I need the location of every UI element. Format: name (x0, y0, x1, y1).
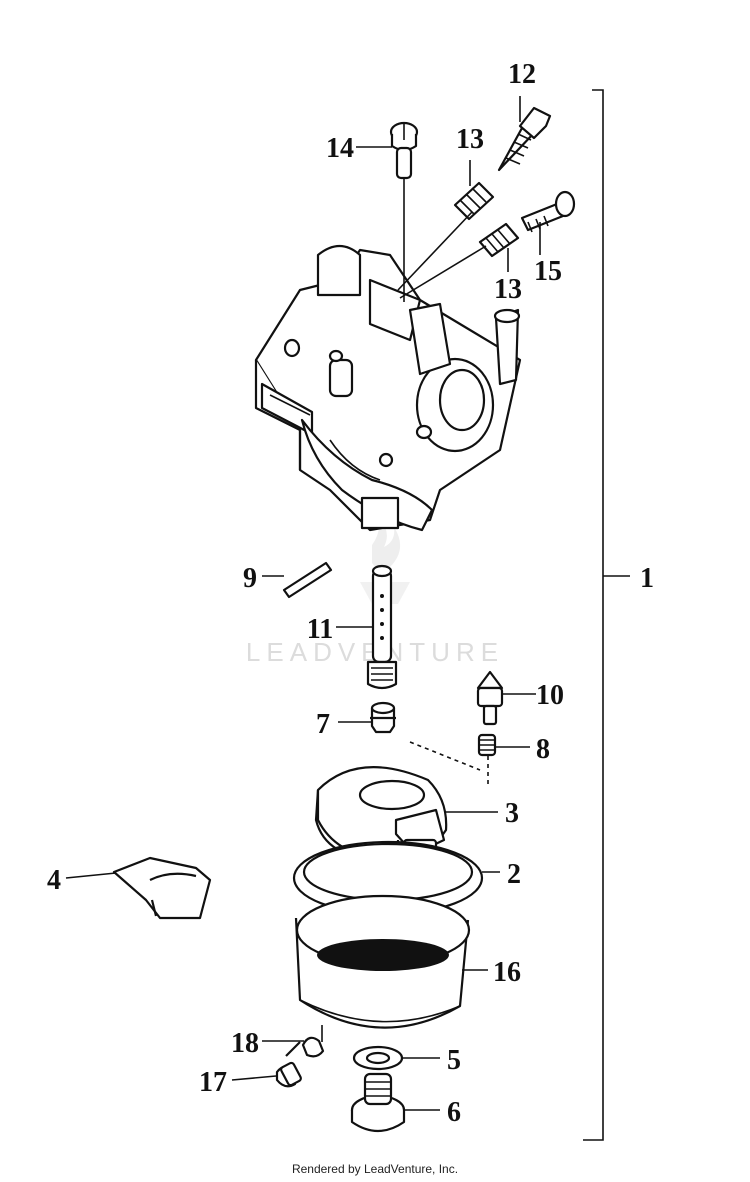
part-2-gasket (292, 840, 484, 916)
part-16-float-bowl (294, 894, 471, 1029)
part-17-screw (275, 1041, 302, 1088)
assembly-bracket (583, 89, 630, 1141)
part-4-clip (112, 856, 212, 920)
part-18-washer (301, 1036, 325, 1058)
callout-2: 2 (507, 859, 521, 890)
part-12-needle-screw (497, 106, 552, 172)
callout-13-lower: 13 (494, 274, 522, 305)
part-8-seat (409, 733, 497, 786)
callout-13-upper: 13 (456, 124, 484, 155)
part-13-spring-lower (478, 222, 520, 258)
callout-15: 15 (534, 256, 562, 287)
callout-9: 9 (243, 563, 257, 594)
callout-1: 1 (640, 563, 654, 594)
callout-11: 11 (307, 614, 333, 645)
callout-16: 16 (493, 957, 521, 988)
callout-5: 5 (447, 1045, 461, 1076)
leader-lines (65, 96, 541, 1111)
callout-10: 10 (536, 680, 564, 711)
part-13-spring-upper (453, 181, 495, 221)
part-7-main-jet (370, 701, 396, 734)
part-15-screw (520, 190, 576, 233)
callout-14: 14 (326, 133, 354, 164)
part-5-washer (352, 1045, 404, 1071)
callout-3: 3 (505, 798, 519, 829)
carburetor-body (254, 244, 522, 532)
footer-credit: Rendered by LeadVenture, Inc. (291, 1162, 459, 1176)
callout-6: 6 (447, 1097, 461, 1128)
part-6-bowl-bolt (350, 1072, 406, 1133)
callout-4: 4 (47, 865, 61, 896)
callout-labels: 12 14 13 13 15 1 9 11 10 7 8 3 4 2 16 18… (47, 59, 654, 1128)
part-11-emulsion-tube (366, 564, 398, 690)
callout-17: 17 (199, 1067, 227, 1098)
callout-8: 8 (536, 734, 550, 765)
callout-18: 18 (231, 1028, 259, 1059)
callout-7: 7 (316, 709, 330, 740)
part-14-pilot-screw (389, 121, 419, 180)
part-9-pin (282, 561, 333, 599)
callout-12: 12 (508, 59, 536, 90)
part-10-inlet-needle (476, 670, 504, 726)
